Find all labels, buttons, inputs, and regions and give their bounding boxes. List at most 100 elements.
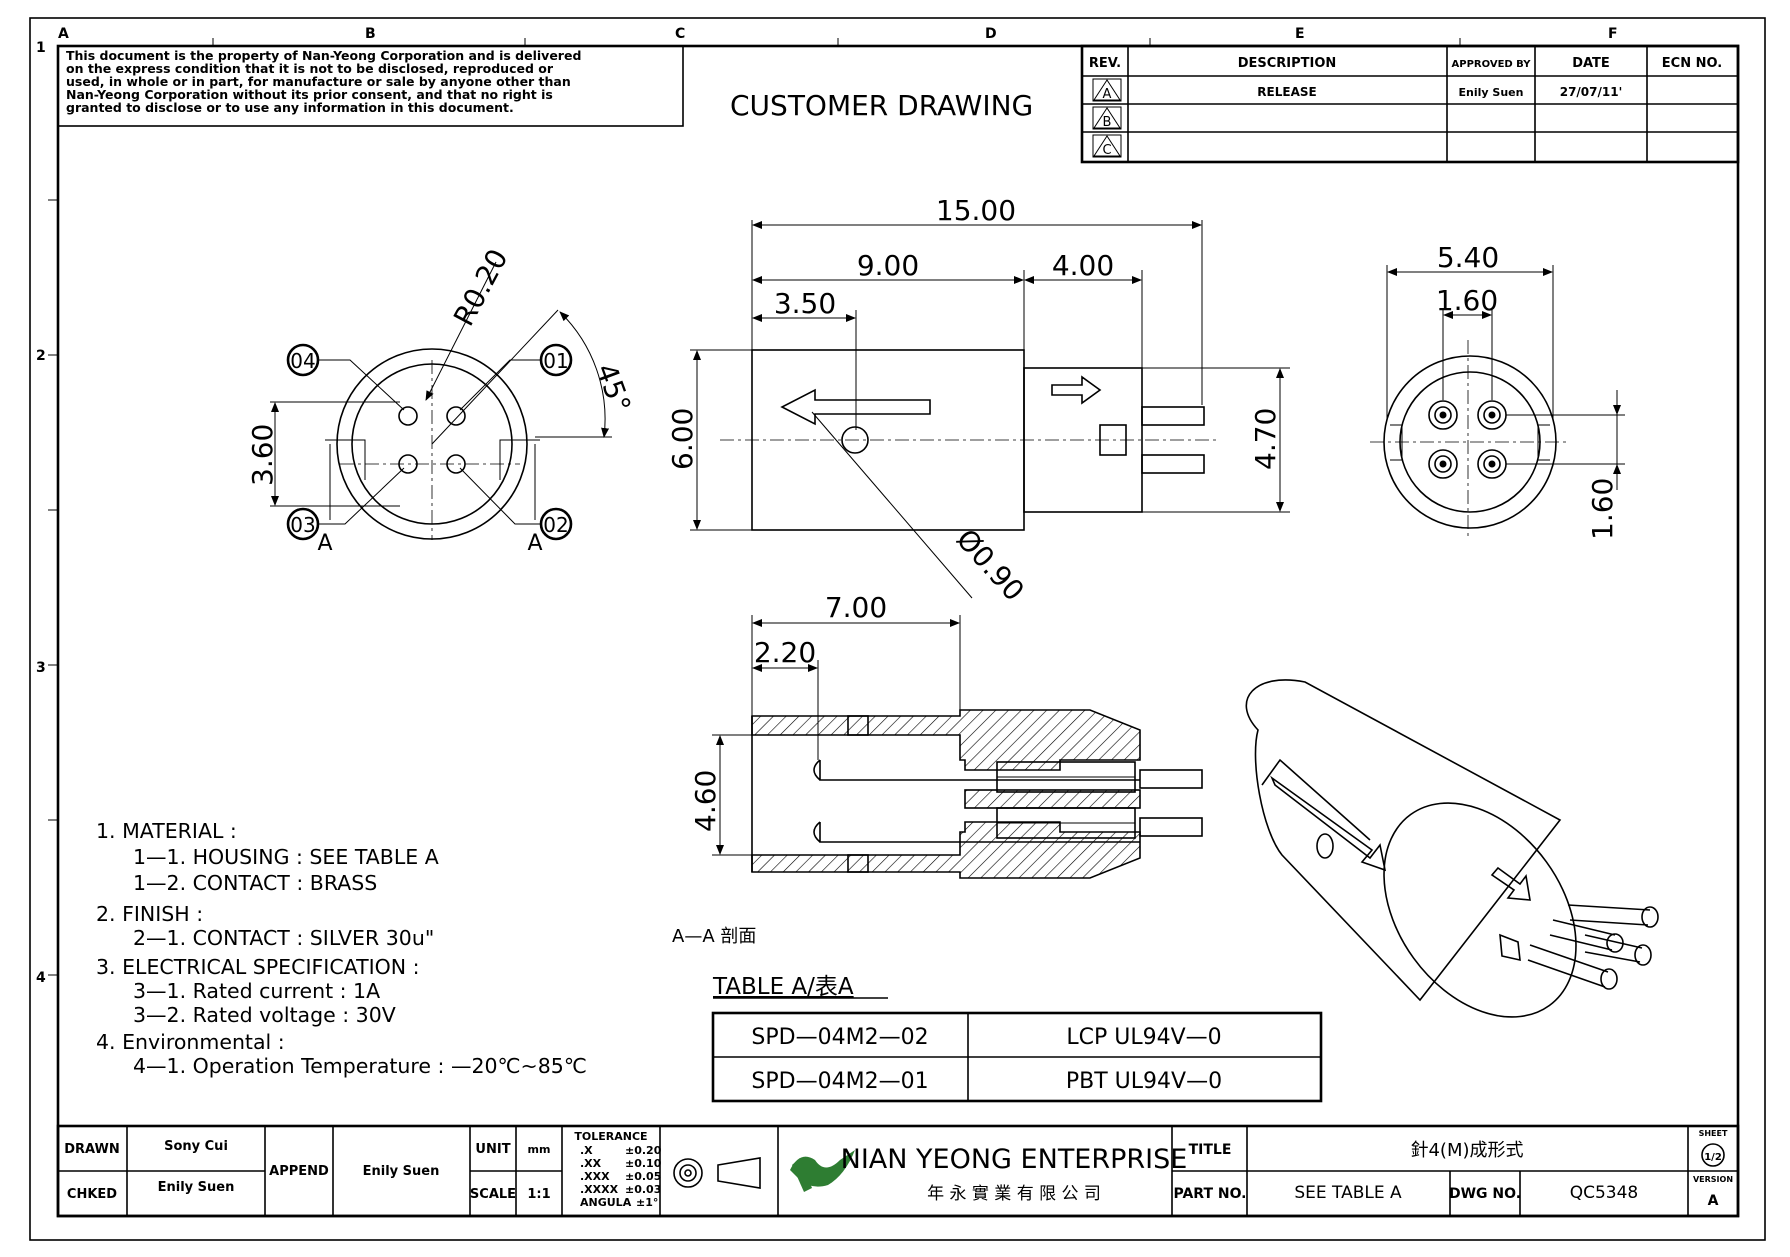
grid-row-3: 3 bbox=[36, 660, 46, 676]
table-row-part: SPD—04M2—02 bbox=[751, 1025, 928, 1050]
section-a-a-label: A—A 剖面 bbox=[672, 926, 756, 947]
company-name-cn: 年 永 實 業 有 限 公 司 bbox=[927, 1184, 1101, 1204]
notes: 1. MATERIAL : 1—1. HOUSING : SEE TABLE A… bbox=[96, 819, 587, 1078]
side-view: Ø0.90 15.00 9.00 4.00 3.50 6.00 4.70 bbox=[666, 194, 1290, 607]
dim-7-00: 7.00 bbox=[825, 591, 887, 624]
part-no-label: PART NO. bbox=[1173, 1186, 1246, 1202]
ecn-header: ECN NO. bbox=[1662, 56, 1722, 71]
checked-label: CHKED bbox=[67, 1187, 117, 1202]
revision-table: REV. DESCRIPTION APPROVED BY DATE ECN NO… bbox=[1080, 44, 1740, 164]
outer-frame bbox=[29, 17, 1766, 1241]
rev-description: RELEASE bbox=[1257, 85, 1316, 99]
grid-col-c: C bbox=[675, 26, 685, 42]
scale-value: 1:1 bbox=[527, 1187, 550, 1202]
rev-triangle-icon: C bbox=[1092, 134, 1122, 158]
drawn-value: Sony Cui bbox=[164, 1139, 228, 1154]
rev-a: A bbox=[1103, 87, 1112, 102]
note-rated-current: 3—1. Rated current : 1A bbox=[133, 979, 380, 1003]
dim-r020: R0.20 bbox=[447, 244, 515, 332]
dim-15-00: 15.00 bbox=[936, 194, 1016, 227]
note-rated-voltage: 3—2. Rated voltage : 30V bbox=[133, 1003, 396, 1027]
note-contact: 1—2. CONTACT : BRASS bbox=[133, 871, 377, 895]
dim-4-60: 4.60 bbox=[689, 770, 722, 832]
notice-text: This document is the property of Nan-Yeo… bbox=[66, 48, 581, 115]
dwg-no-value: QC5348 bbox=[1570, 1183, 1639, 1203]
tolerance-key: .X bbox=[580, 1144, 593, 1157]
dwg-no-label: DWG NO. bbox=[1449, 1186, 1521, 1202]
rev-triangle-icon: B bbox=[1092, 106, 1122, 130]
unit-value: mm bbox=[528, 1143, 551, 1156]
tolerance-value: ±0.05 bbox=[625, 1170, 661, 1183]
sheet-label: SHEET bbox=[1699, 1129, 1728, 1138]
dim-1-60-side: 1.60 bbox=[1586, 478, 1619, 540]
dim-2-20: 2.20 bbox=[754, 636, 816, 669]
dim-4-00: 4.00 bbox=[1052, 249, 1114, 282]
grid-row-1: 1 bbox=[36, 40, 46, 56]
tolerance-title: TOLERANCE bbox=[574, 1130, 647, 1143]
grid-row-2: 2 bbox=[36, 348, 46, 364]
section-marker-a-right: A bbox=[527, 531, 542, 556]
rev-header: REV. bbox=[1089, 56, 1121, 71]
note-finish: 2. FINISH : bbox=[96, 902, 203, 926]
tolerance-value: ±0.10 bbox=[625, 1157, 662, 1170]
version-label: VERSION bbox=[1693, 1175, 1733, 1184]
part-no-value: SEE TABLE A bbox=[1294, 1183, 1402, 1203]
tolerance-value: ±0.20 bbox=[625, 1144, 662, 1157]
rev-approved: Enily Suen bbox=[1459, 86, 1524, 99]
append-label: APPEND bbox=[269, 1164, 329, 1179]
notice-line: used, in whole or in part, for manufactu… bbox=[66, 74, 571, 89]
title-label: TITLE bbox=[1189, 1142, 1232, 1158]
notice-box bbox=[57, 45, 684, 127]
description-header: DESCRIPTION bbox=[1238, 56, 1337, 71]
company-logo-icon bbox=[790, 1150, 855, 1192]
drawn-label: DRAWN bbox=[64, 1142, 120, 1157]
table-row-material: PBT UL94V—0 bbox=[1066, 1069, 1222, 1094]
dim-1-60-top: 1.60 bbox=[1436, 284, 1498, 317]
rev-date: 27/07/11' bbox=[1560, 85, 1623, 99]
title-block: DRAWN Sony Cui CHKED Enily Suen APPEND E… bbox=[56, 1124, 1740, 1218]
note-material: 1. MATERIAL : bbox=[96, 819, 237, 843]
section-view: 7.00 2.20 4.60 A—A 剖面 bbox=[672, 591, 1203, 947]
grid-col-a: A bbox=[58, 26, 69, 42]
rev-b: B bbox=[1103, 115, 1112, 130]
company-name: NIAN YEONG ENTERPRISE bbox=[841, 1144, 1188, 1175]
pin-01-label: 01 bbox=[543, 349, 568, 373]
grid-col-b: B bbox=[365, 26, 376, 42]
dim-9-00: 9.00 bbox=[857, 249, 919, 282]
tolerance-value: ±0.03 bbox=[625, 1183, 661, 1196]
rev-triangle-icon: A bbox=[1092, 78, 1122, 102]
sheet-value: 1/2 bbox=[1704, 1152, 1722, 1163]
sheet-cell: SHEET 1/2 VERSION A bbox=[1693, 1129, 1733, 1209]
pin-02-label: 02 bbox=[543, 513, 568, 537]
tolerance-key: .XXXX bbox=[580, 1183, 619, 1196]
version-value: A bbox=[1708, 1193, 1719, 1209]
checked-value: Enily Suen bbox=[158, 1180, 235, 1195]
notice-line: This document is the property of Nan-Yeo… bbox=[66, 48, 581, 63]
notice-line: Nan-Yeong Corporation without its prior … bbox=[66, 87, 553, 102]
dim-angle-45: 45° bbox=[589, 359, 637, 417]
projection-symbol-icon bbox=[673, 1157, 761, 1189]
date-header: DATE bbox=[1572, 56, 1610, 71]
unit-label: UNIT bbox=[475, 1142, 510, 1157]
tolerance-key: .XXX bbox=[580, 1170, 610, 1183]
end-view: 5.40 1.60 1.60 bbox=[1370, 241, 1625, 540]
notice-line: granted to disclose or to use any inform… bbox=[66, 100, 514, 115]
title-value: 針4(M)成形式 bbox=[1410, 1140, 1523, 1161]
note-electrical: 3. ELECTRICAL SPECIFICATION : bbox=[96, 955, 420, 979]
grid-row-labels: 1 2 3 4 bbox=[36, 40, 46, 986]
dim-4-70: 4.70 bbox=[1249, 408, 1282, 470]
dim-3-50: 3.50 bbox=[774, 287, 836, 320]
section-marker-a-left: A bbox=[317, 531, 332, 556]
approved-header: APPROVED BY bbox=[1452, 59, 1532, 70]
grid-col-d: D bbox=[985, 26, 997, 42]
grid-column-labels: A B C D E F bbox=[58, 26, 1618, 42]
pin-03-label: 03 bbox=[290, 513, 315, 537]
dim-3-60: 3.60 bbox=[246, 424, 279, 486]
note-housing: 1—1. HOUSING : SEE TABLE A bbox=[133, 845, 439, 869]
table-a-title: TABLE A/表A bbox=[712, 974, 854, 1000]
grid-row-4: 4 bbox=[36, 970, 46, 986]
grid-col-e: E bbox=[1295, 26, 1305, 42]
drawing-title: CUSTOMER DRAWING bbox=[730, 89, 1033, 122]
rev-c: C bbox=[1102, 143, 1111, 158]
